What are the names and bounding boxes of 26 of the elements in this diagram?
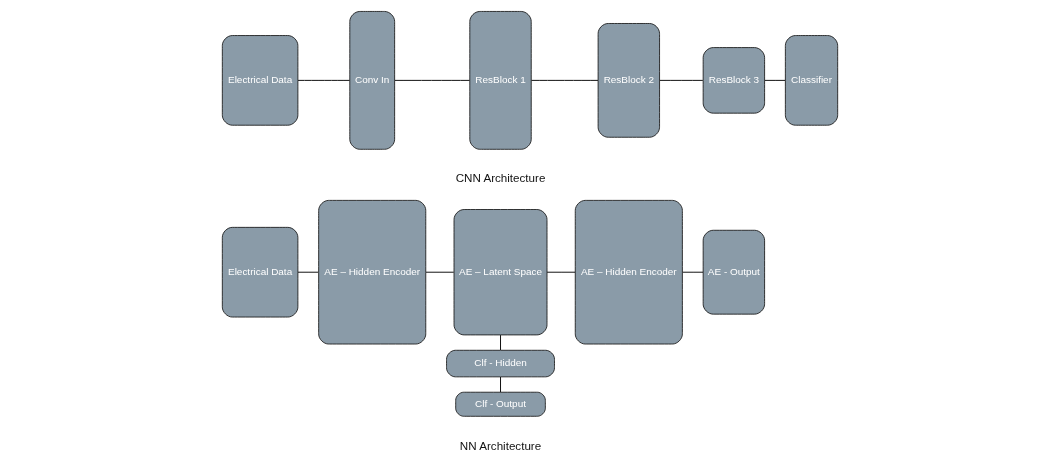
node-box: Conv In [349,11,396,150]
connector [659,79,704,81]
label: CNN Architecture [455,171,546,185]
connector [500,334,501,351]
node-box: AE – Hidden Encoder [574,199,683,345]
connector [425,271,455,273]
node-box: Electrical Data [221,226,299,318]
connector [764,79,786,81]
node-box: Clf - Output [455,391,546,417]
connector [530,79,599,81]
label: NN Architecture [459,438,542,452]
node-box: AE – Latent Space [453,209,548,336]
connector [500,376,501,393]
node-box: Classifier [784,35,839,126]
connector [394,79,471,81]
connector [546,271,576,273]
node-box: ResBlock 2 [597,23,660,138]
connector [682,271,704,273]
connector [297,79,351,81]
node-box: ResBlock 3 [702,47,765,114]
node-box: AE - Output [702,229,765,315]
connector [297,271,319,273]
node-box: ResBlock 1 [469,11,532,150]
node-box: Clf - Hidden [446,349,555,378]
node-box: AE – Hidden Encoder [318,199,427,345]
node-box: Electrical Data [221,35,299,126]
